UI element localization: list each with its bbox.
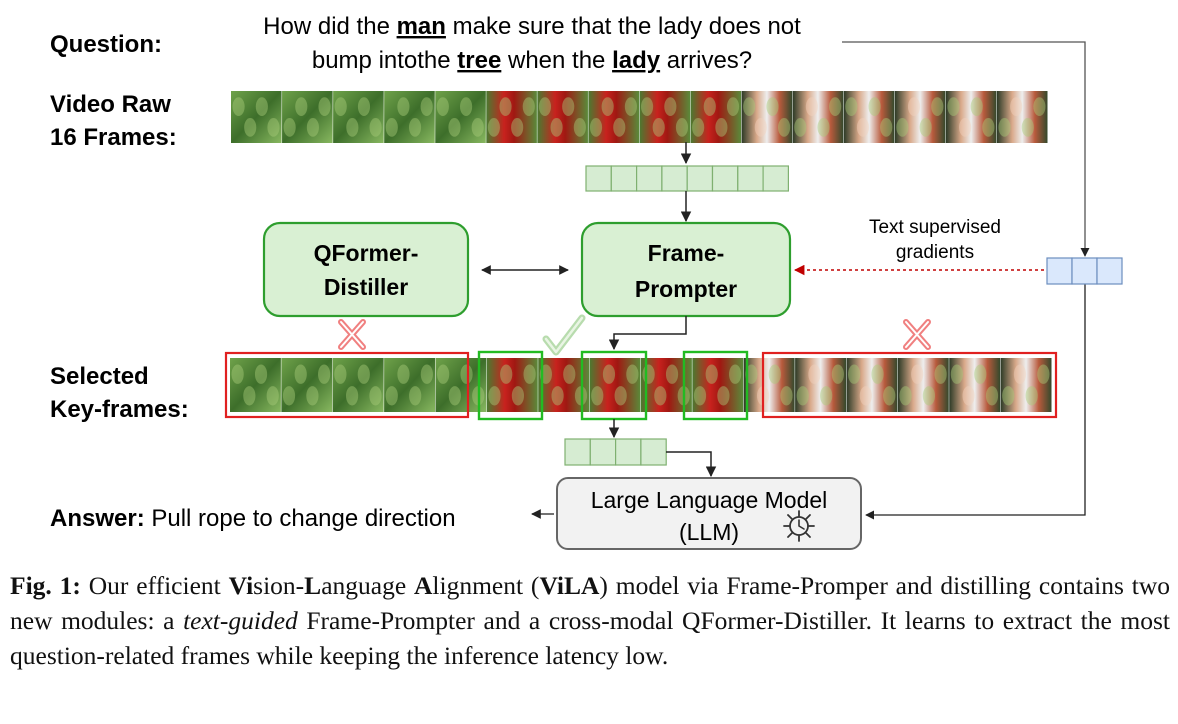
- rejected-frames-box: [761, 351, 1058, 419]
- video-frame: [1000, 358, 1052, 412]
- video-frame: [741, 91, 793, 143]
- video-frame: [894, 91, 946, 143]
- video-frame: [843, 91, 895, 143]
- token: [610, 165, 638, 192]
- video-frame: [537, 91, 588, 143]
- model-name: ViLA: [539, 571, 600, 600]
- prompter-label-line-1: Frame-: [648, 240, 725, 266]
- token: [585, 165, 612, 192]
- token: [589, 438, 617, 466]
- token: [711, 165, 739, 192]
- gradient-note-line-2: gradients: [896, 242, 974, 263]
- token: [661, 165, 688, 192]
- reject-cross-icon: [903, 319, 931, 350]
- qformer-distiller-module: [262, 221, 470, 318]
- frame-prompter-module: [580, 221, 792, 318]
- prompter-label-line-2: Prompter: [635, 276, 737, 302]
- video-frame: [384, 91, 435, 143]
- selected-frame-box: [477, 350, 544, 421]
- video-frame: [333, 91, 384, 143]
- video-frame: [281, 358, 333, 412]
- video-frame: [486, 358, 538, 412]
- video-frame: [897, 358, 949, 412]
- question-line-2: bump intothe tree when the lady arrives?: [312, 47, 752, 74]
- video-frame: [231, 91, 282, 143]
- distiller-label-line-1: QFormer-: [314, 240, 419, 266]
- video-frame: [949, 358, 1001, 412]
- llm-module: [556, 477, 862, 550]
- vila-diagram: Question: How did the man make sure that…: [50, 13, 1123, 550]
- arrow-question-to-text-tokens: [842, 41, 1090, 257]
- gradient-note-line-1: Text supervised: [869, 217, 1001, 238]
- video-frame: [282, 91, 333, 143]
- video-frame: [795, 358, 846, 412]
- video-frame: [230, 358, 281, 412]
- question-label: Question:: [50, 31, 162, 58]
- video-frame: [639, 91, 691, 143]
- answer-label: Answer:: [50, 505, 145, 532]
- token: [635, 165, 663, 192]
- arrow-prompter-to-selection: [608, 316, 687, 351]
- video-frame: [589, 358, 641, 412]
- video-frame: [332, 358, 384, 412]
- selected-label-line-1: Selected: [50, 363, 149, 390]
- text-token: [1046, 257, 1073, 285]
- answer-text: Pull rope to change direction: [145, 505, 456, 532]
- video-frame: [692, 358, 744, 412]
- llm-label-line-1: Large Language Model: [591, 487, 828, 513]
- video-frame: [538, 358, 590, 412]
- text-token: [1096, 257, 1123, 285]
- reject-cross-icon: [338, 319, 366, 350]
- video-frame: [996, 91, 1048, 143]
- video-frame: [588, 91, 639, 143]
- token: [686, 165, 714, 192]
- video-frame: [435, 91, 486, 143]
- rejected-frames-box: [224, 351, 470, 419]
- arrow-tokens-to-llm: [666, 451, 717, 478]
- token: [640, 438, 667, 466]
- video-frame: [384, 358, 435, 412]
- selected-frame-box: [682, 350, 749, 421]
- selected-label-line-2: Key-frames:: [50, 396, 189, 423]
- figure-caption: Fig. 1: Our efficient Vision-Language Al…: [10, 571, 1170, 670]
- token: [614, 438, 642, 466]
- figure-number: Fig. 1:: [10, 571, 81, 600]
- question-line-1: How did the man make sure that the lady …: [263, 13, 801, 40]
- arrow-text-to-llm: [865, 284, 1086, 520]
- video-frame: [486, 91, 537, 143]
- answer: Answer: Pull rope to change direction: [50, 505, 456, 532]
- snowflake-icon: [783, 510, 815, 542]
- raw-frames-strip: [231, 91, 1048, 143]
- llm-label-line-2: (LLM): [679, 519, 739, 545]
- keyword-lady: lady: [612, 47, 661, 74]
- video-frame: [690, 91, 742, 143]
- distiller-label-line-2: Distiller: [324, 274, 408, 300]
- text-tokens: [1046, 257, 1123, 285]
- video-frame: [945, 91, 997, 143]
- token: [762, 165, 789, 192]
- token: [737, 165, 764, 192]
- video-frame: [743, 358, 795, 412]
- video-frame: [846, 358, 898, 412]
- video-label-line-2: 16 Frames:: [50, 124, 177, 151]
- selected-tokens: [564, 438, 667, 466]
- token: [564, 438, 591, 466]
- frame-tokens: [585, 165, 789, 192]
- video-frame: [792, 91, 844, 143]
- keyword-tree: tree: [457, 47, 501, 74]
- text-token: [1071, 257, 1098, 285]
- video-label-line-1: Video Raw: [50, 91, 171, 118]
- selected-frames-strip: [230, 358, 1052, 412]
- check-mark-icon: [542, 314, 586, 356]
- keyword-man: man: [397, 13, 446, 40]
